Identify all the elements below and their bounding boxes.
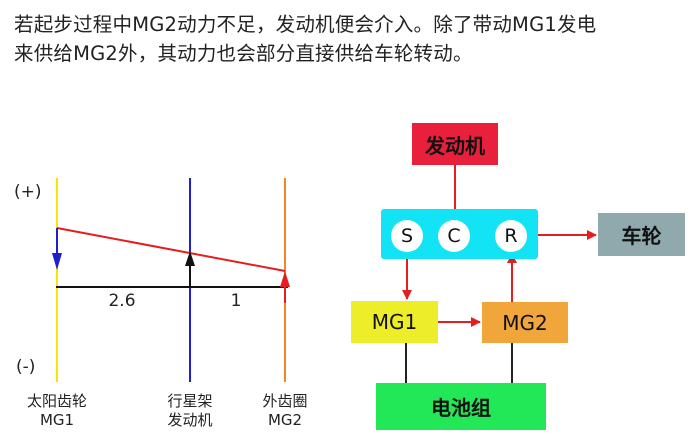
carrier-label: 行星架 发动机 [150, 392, 230, 430]
engine-arrowhead [185, 251, 195, 266]
ratio-right: 1 [230, 291, 242, 311]
ring-gear-node: R [495, 220, 527, 252]
mg1-arrowhead [52, 253, 62, 270]
speed-line [56, 227, 286, 272]
caption-line-1: 若起步过程中MG2动力不足，发动机便会介入。除了带动MG1发电 [14, 13, 597, 36]
axis-sub: MG2 [267, 411, 303, 429]
axis-name: 外齿圈 [262, 392, 308, 410]
engine-box: 发动机 [412, 123, 498, 165]
sun-gear-node: S [391, 220, 423, 252]
carrier-node: C [438, 220, 470, 252]
mg1-box: MG1 [351, 301, 438, 343]
caption-line-2: 来供给MG2外，其动力也会部分直接供给车轮转动。 [14, 42, 473, 65]
wheel-box: 车轮 [598, 213, 685, 256]
battery-box: 电池组 [376, 383, 546, 430]
axis-sub: MG1 [39, 411, 75, 429]
axis-name: 太阳齿轮 [26, 392, 87, 410]
ring-gear-label: 外齿圈 MG2 [245, 392, 325, 430]
plus-label: (+) [14, 182, 42, 202]
minus-label: (-) [16, 357, 36, 377]
ratio-left: 2.6 [108, 291, 136, 311]
sun-gear-label: 太阳齿轮 MG1 [17, 392, 97, 430]
axis-sub: 发动机 [167, 411, 213, 429]
mg2-box: MG2 [482, 302, 568, 343]
axis-name: 行星架 [167, 392, 213, 410]
mg2-arrowhead [280, 271, 290, 287]
